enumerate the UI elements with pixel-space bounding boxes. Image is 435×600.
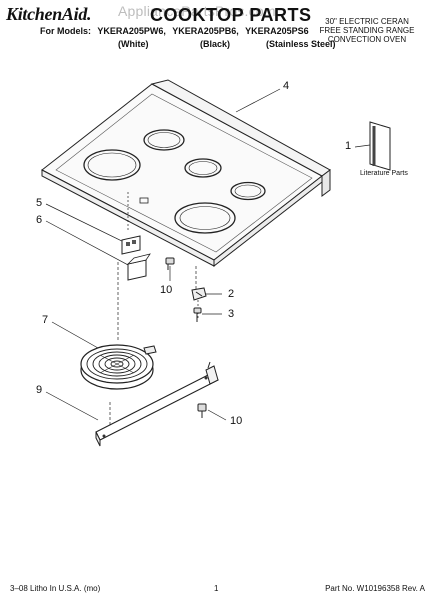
burner-right-front bbox=[174, 202, 236, 234]
leader-6 bbox=[45, 220, 131, 267]
callout-4: 4 bbox=[283, 80, 290, 92]
surface-element-7 bbox=[80, 344, 157, 390]
literature-caption: Literature Parts bbox=[360, 170, 408, 177]
model-white: YKERA205PW6, bbox=[97, 26, 166, 36]
burner-center bbox=[184, 158, 222, 178]
clip-2 bbox=[191, 287, 207, 301]
callout-2: 2 bbox=[228, 288, 235, 300]
finish-stainless: (Stainless Steel) bbox=[266, 39, 336, 49]
leader-7 bbox=[51, 321, 99, 349]
description-line-1: 30" ELECTRIC CERAN bbox=[325, 17, 409, 26]
burner-left-rear bbox=[143, 129, 185, 151]
finish-white: (White) bbox=[118, 39, 149, 49]
model-list: For Models: YKERA205PW6, YKERA205PB6, YK… bbox=[40, 26, 313, 36]
page-title: COOKTOP PARTS bbox=[150, 5, 312, 25]
product-description: 30" ELECTRIC CERAN FREE STANDING RANGE C… bbox=[311, 17, 423, 44]
bracket-9 bbox=[95, 361, 219, 447]
screw-10a bbox=[165, 257, 175, 270]
burner-left-front bbox=[83, 149, 141, 181]
leader-4 bbox=[235, 88, 281, 113]
burner-right-rear bbox=[230, 181, 266, 201]
model-black: YKERA205PB6, bbox=[172, 26, 239, 36]
switch-assembly bbox=[121, 235, 151, 281]
callout-10b: 10 bbox=[230, 415, 243, 427]
footer-part-number: Part No. W10196358 Rev. A bbox=[325, 584, 425, 593]
callout-5: 5 bbox=[36, 197, 43, 209]
brand-logo: KitchenAid. bbox=[6, 4, 92, 24]
footer-page-number: 1 bbox=[214, 584, 219, 593]
hot-surface-indicator bbox=[139, 197, 149, 204]
footer-litho: 3–08 Litho In U.S.A. (mo) bbox=[10, 584, 101, 593]
callout-7: 7 bbox=[42, 314, 49, 326]
callout-9: 9 bbox=[36, 384, 43, 396]
leader-9 bbox=[45, 391, 99, 421]
screw-3 bbox=[193, 307, 202, 322]
callout-6: 6 bbox=[36, 214, 43, 226]
leader-5 bbox=[45, 203, 129, 245]
model-stainless: YKERA205PS6 bbox=[245, 26, 309, 36]
callout-1: 1 bbox=[345, 140, 352, 152]
leader-10b bbox=[207, 409, 227, 421]
literature-booklet bbox=[369, 121, 391, 171]
screw-10b bbox=[197, 403, 207, 418]
description-line-2: FREE STANDING RANGE bbox=[319, 26, 415, 35]
callout-10a: 10 bbox=[160, 284, 173, 296]
callout-3: 3 bbox=[228, 308, 235, 320]
description-line-3: CONVECTION OVEN bbox=[327, 35, 407, 44]
leader-1 bbox=[354, 144, 371, 148]
models-prefix: For Models: bbox=[40, 26, 91, 36]
watermark: AppliancePartsPros.com bbox=[118, 3, 276, 19]
finish-black: (Black) bbox=[200, 39, 231, 49]
cooktop-glass bbox=[41, 79, 331, 268]
